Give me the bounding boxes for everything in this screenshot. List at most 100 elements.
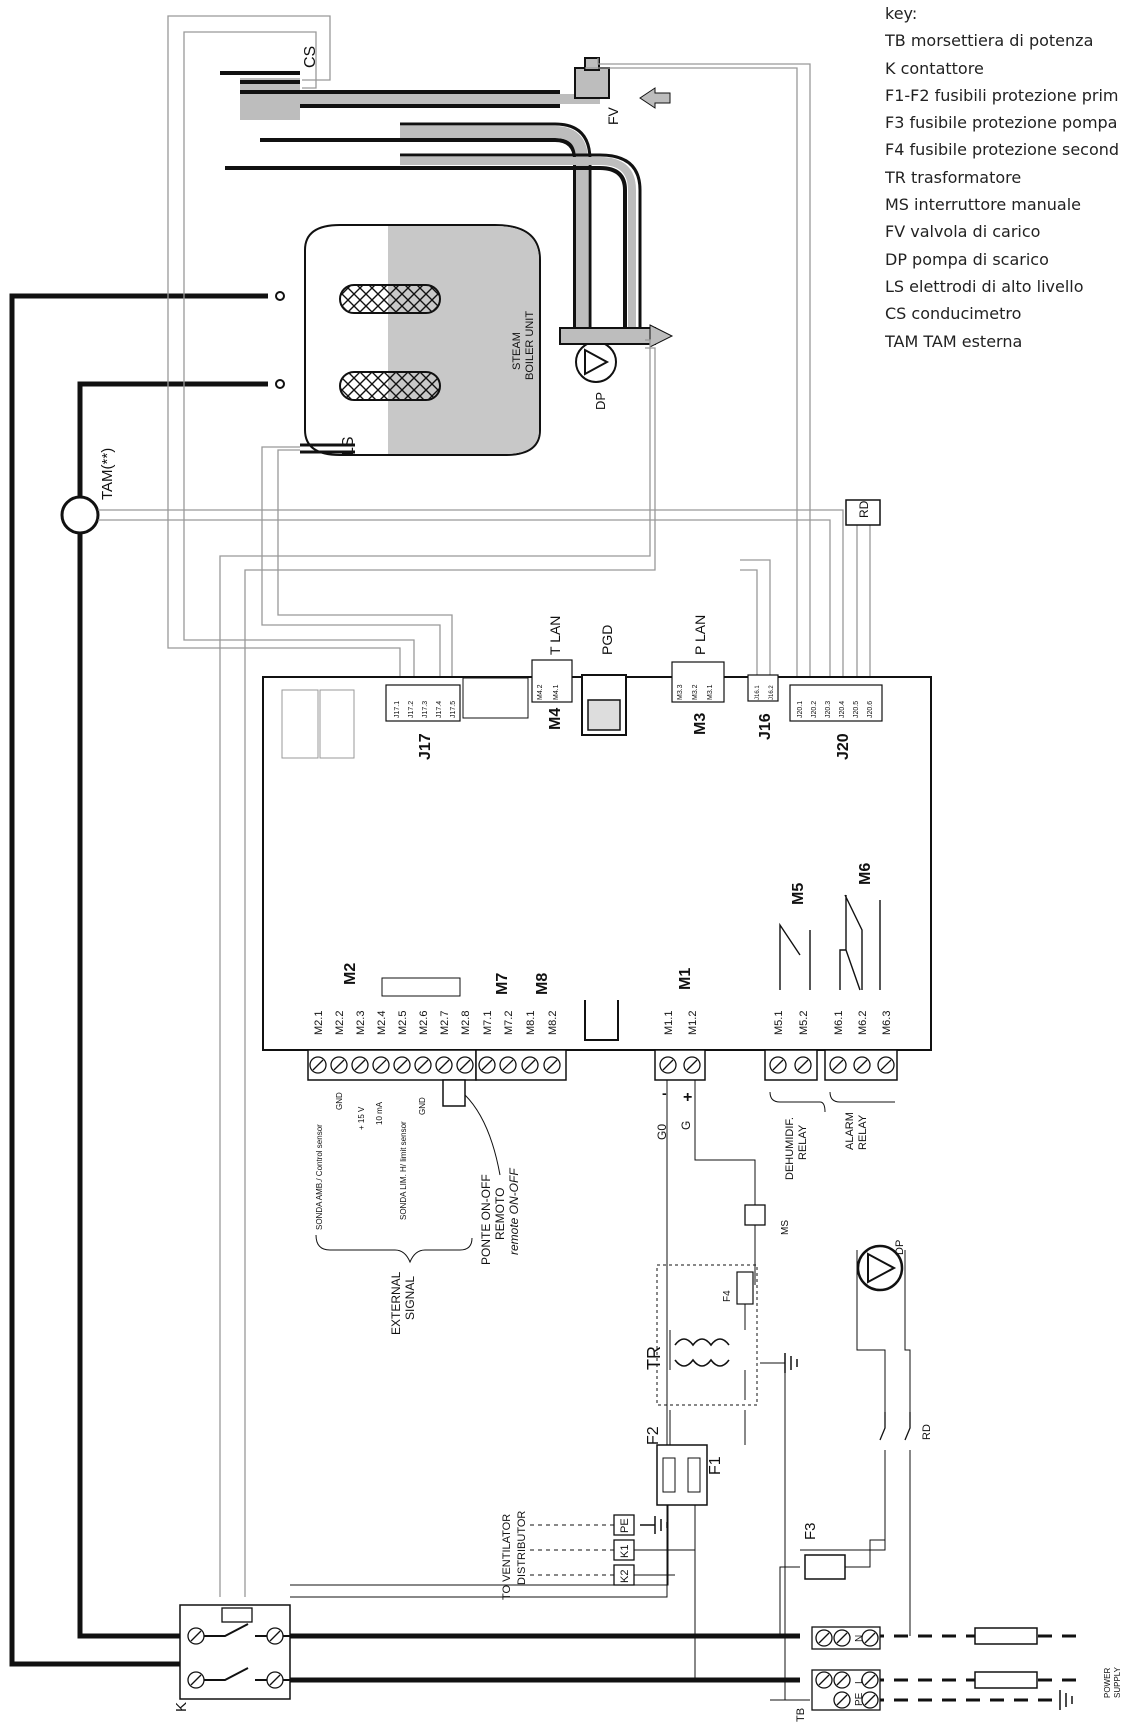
g-label: G <box>679 1121 693 1130</box>
terminal-j17-3: J17.3 <box>422 701 429 718</box>
terminal-m2-1-screw-slot <box>312 1059 324 1071</box>
key-item-tr: TR trasformatore <box>885 167 1022 187</box>
pe-box <box>613 1514 635 1536</box>
terminal-m7-1: M7.1 <box>482 1011 494 1035</box>
dp-pump-wire-a <box>800 1250 886 1551</box>
fv-label: FV <box>605 106 621 125</box>
power-node-1 <box>275 291 285 301</box>
m6-label: M6 <box>857 863 874 885</box>
f4-label: F4 <box>722 1290 733 1302</box>
m8-label: M8 <box>534 973 551 995</box>
terminal-m5-2-screw-slot <box>797 1059 809 1071</box>
rd-label: RD <box>857 500 871 518</box>
fv-wire-b <box>585 67 798 685</box>
terminal-m8-1: M8.1 <box>525 1011 537 1035</box>
tb-pe-2-screw-slot <box>864 1694 876 1706</box>
key-item-k: K contattore <box>885 58 984 78</box>
m5-contact <box>779 922 811 990</box>
tb-l-label: L <box>854 1678 865 1684</box>
tb-n-label: N <box>854 1635 865 1642</box>
terminal-j20-3: J20.3 <box>825 701 832 718</box>
dp-outlet-arrow <box>649 324 674 348</box>
f2-label: F2 <box>645 1426 662 1445</box>
boiler-label-2: BOILER UNIT <box>524 311 536 380</box>
cs-label: CS <box>302 46 319 68</box>
power-supply-dashes <box>870 1634 1080 1702</box>
m2-signal-5: SONDA LIM. H/ limit sensor <box>399 1121 408 1220</box>
j20-label: J20 <box>835 733 852 760</box>
ms-label: MS <box>780 1220 791 1235</box>
terminal-m1-2: M1.2 <box>687 1011 699 1035</box>
terminal-m6-2: M6.2 <box>857 1011 869 1035</box>
k-terminal-2-screw-slot <box>269 1630 281 1642</box>
fv-body <box>574 67 610 99</box>
ls-label: LS <box>340 436 357 456</box>
dp-wire-b <box>244 347 656 1597</box>
pe-earth-symbol <box>640 1516 668 1534</box>
pgd-socket <box>587 699 621 731</box>
tam-wire-b <box>98 519 831 685</box>
terminal-m4-2: M4.1 <box>553 684 560 700</box>
terminal-m7-2-screw-slot <box>502 1059 514 1071</box>
external-signal-1: EXTERNAL <box>389 1271 403 1335</box>
terminal-m2-2: M2.2 <box>334 1011 346 1035</box>
terminal-j17-4: J17.4 <box>436 701 443 718</box>
m1-minus: - <box>662 1085 667 1101</box>
lower-wiring <box>290 1080 911 1701</box>
alarm-1: ALARM <box>844 1112 856 1150</box>
pgd-label: PGD <box>599 625 615 655</box>
j17-housing <box>385 684 461 722</box>
tam-label: TAM(**) <box>99 448 116 500</box>
drain-pump: DP <box>559 324 674 410</box>
terminal-m2-5-screw-slot <box>396 1059 408 1071</box>
terminal-j16-1: J16.1 <box>755 685 761 700</box>
g-wire <box>694 1080 756 1205</box>
dashed-leads <box>530 1524 614 1576</box>
plan-label: P LAN <box>692 615 708 655</box>
terminal-m2-4-screw-slot <box>375 1059 387 1071</box>
tb-label: TB <box>795 1708 807 1722</box>
lower-electrode <box>339 371 441 401</box>
f2-fuse <box>662 1457 676 1493</box>
dp2-label: DP <box>894 1240 906 1255</box>
j20-connector <box>789 684 883 722</box>
dp-outlet <box>559 327 656 345</box>
water-pipes <box>220 71 642 335</box>
cs-wire-b <box>183 31 415 685</box>
terminal-m2-7: M2.7 <box>439 1011 451 1035</box>
tr-enclosure <box>656 1264 758 1406</box>
terminal-m2-1: M2.1 <box>313 1011 325 1035</box>
m2-signal-6: GND <box>418 1097 427 1115</box>
drain-pipe-outer <box>225 166 627 335</box>
ponte-1: PONTE ON-OFF <box>479 1174 493 1265</box>
tb-n-3-screw-slot <box>864 1632 876 1644</box>
terminal-j20-5: J20.5 <box>853 701 860 718</box>
terminal-m7-1-screw-slot <box>481 1059 493 1071</box>
f2-to-k <box>290 1505 669 1586</box>
terminal-m2-6: M2.6 <box>418 1011 430 1035</box>
tb-l-1-screw-slot <box>818 1674 830 1686</box>
rd-relay-contacts <box>879 1412 911 1441</box>
dehum-2: RELAY <box>797 1124 809 1160</box>
m2-signal-4: 10 mA <box>375 1101 384 1125</box>
m3-label: M3 <box>692 713 709 735</box>
tlan-label: T LAN <box>547 616 563 655</box>
f3-wire-a <box>779 1566 800 1636</box>
terminal-m6-1: M6.1 <box>833 1011 845 1035</box>
board-label-1 <box>281 689 319 759</box>
power-supply-2: SUPPLY <box>1113 1666 1122 1698</box>
terminal-m2-3-screw-slot <box>354 1059 366 1071</box>
ponte-3: remote ON-OFF <box>507 1168 521 1255</box>
upper-electrode <box>339 284 441 314</box>
m1-label: M1 <box>677 968 694 990</box>
cs-housing <box>240 78 300 120</box>
j16-connector <box>747 674 779 702</box>
terminal-j17-5: J17.5 <box>450 701 457 718</box>
key-legend: key: TB morsettiera di potenza K contatt… <box>885 0 1128 355</box>
terminal-m2-3: M2.3 <box>355 1011 367 1035</box>
terminal-m8-2-screw-slot <box>546 1059 558 1071</box>
tr-label: TR <box>644 1346 664 1370</box>
terminal-m2-8: M2.8 <box>460 1011 472 1035</box>
